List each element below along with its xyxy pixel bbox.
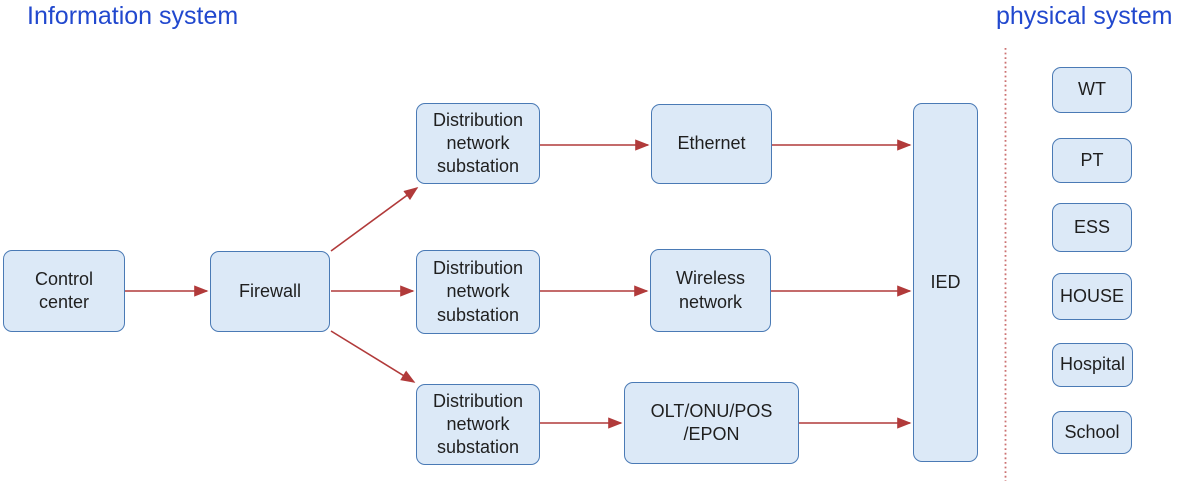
node-hospital: Hospital [1052,343,1133,387]
node-control-center: Control center [3,250,125,332]
node-firewall: Firewall [210,251,330,332]
edge-firewall-dist-substation-1 [330,187,419,252]
node-ied: IED [913,103,978,462]
edge-firewall-dist-substation-3 [330,330,416,383]
node-wt: WT [1052,67,1132,113]
node-pt: PT [1052,138,1132,183]
node-ethernet: Ethernet [651,104,772,184]
node-house: HOUSE [1052,273,1132,320]
information-system-title: Information system [27,2,239,30]
node-distribution-substation-1: Distribution network substation [416,103,540,184]
node-school: School [1052,411,1132,454]
node-wireless-network: Wireless network [650,249,771,332]
node-distribution-substation-2: Distribution network substation [416,250,540,334]
node-distribution-substation-3: Distribution network substation [416,384,540,465]
physical-system-title: physical system [996,2,1173,30]
node-olt-onu-pos-epon: OLT/ONU/POS /EPON [624,382,799,464]
node-ess: ESS [1052,203,1132,252]
